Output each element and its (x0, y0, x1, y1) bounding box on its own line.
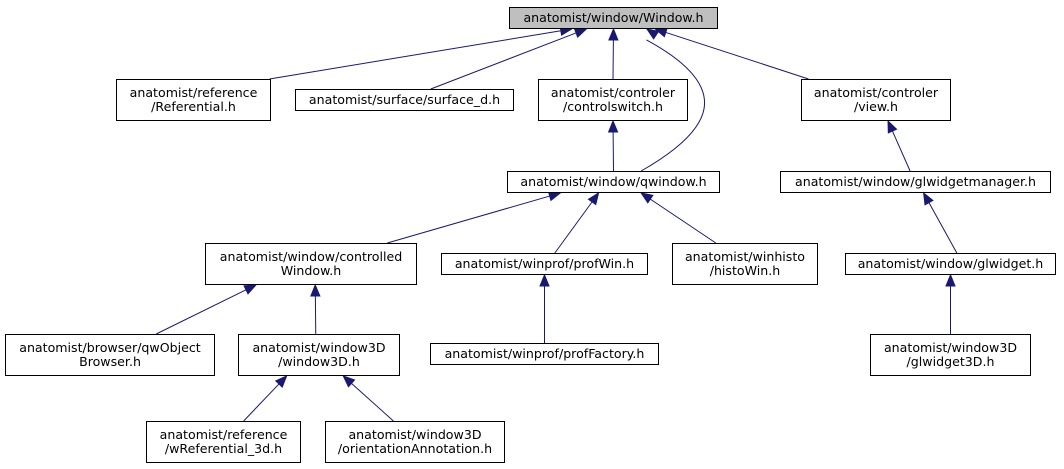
node-controlledwindow-h[interactable]: anatomist/window/controlled Window.h (205, 243, 417, 285)
arrowhead-qwindow-to-window (645, 28, 660, 40)
arrowhead-glwidgetmanager-to-view (887, 119, 898, 134)
node-label-line2: /view.h (853, 99, 899, 114)
node-label: anatomist/window/Window.h (523, 10, 704, 25)
edge-glwidget-to-glwidgetmanager (928, 202, 958, 254)
arrowhead-glwidget-to-glwidgetmanager (922, 191, 934, 206)
node-label-line1: anatomist/window/controlled (219, 249, 403, 264)
arrowhead-proffactory-to-profwin (539, 273, 550, 287)
node-label-line2: /controlswitch.h (562, 99, 664, 114)
arrowhead-qwobjectbrowser-to-controlledwindow (243, 284, 258, 295)
arrowhead-window3d-to-controlledwindow (310, 283, 321, 297)
node-referential-h[interactable]: anatomist/reference /Referential.h (116, 79, 271, 121)
arrowhead-glwidget3d-to-glwidget (945, 273, 956, 287)
node-label: anatomist/winprof/profFactory.h (444, 346, 645, 361)
edge-orientation-to-window3d (351, 382, 394, 422)
node-qwobjectbrowser-h[interactable]: anatomist/browser/qwObject Browser.h (5, 334, 215, 376)
edge-glwidgetmanager-to-view (891, 130, 911, 172)
node-proffactory-h[interactable]: anatomist/winprof/profFactory.h (430, 343, 659, 365)
edge-profwin-to-qwindow (554, 201, 593, 254)
node-orientationannotation-h[interactable]: anatomist/window3D /orientationAnnotatio… (325, 421, 505, 463)
node-label-line2: Window.h (280, 263, 342, 278)
arrowhead-controlledwindow-to-qwindow (547, 191, 562, 202)
node-wreferential3d-h[interactable]: anatomist/reference /wReferential_3d.h (146, 421, 301, 463)
node-label-line1: anatomist/reference (129, 85, 258, 100)
node-view-h[interactable]: anatomist/controler /view.h (801, 79, 951, 121)
node-label-line2: /orientationAnnotation.h (337, 441, 493, 456)
node-histowin-h[interactable]: anatomist/winhisto /histoWin.h (672, 243, 818, 285)
node-label: anatomist/winprof/profWin.h (454, 256, 635, 271)
node-label: anatomist/surface/surface_d.h (308, 92, 501, 107)
node-label-line2: /glwidget3D.h (906, 354, 995, 369)
node-label-line1: anatomist/controler (550, 85, 676, 100)
node-window3d-h[interactable]: anatomist/window3D /window3D.h (238, 334, 400, 376)
node-label-line2: /window3D.h (278, 354, 360, 369)
node-label-line2: /wReferential_3d.h (164, 441, 283, 456)
node-label-line2: /histoWin.h (709, 263, 781, 278)
node-label: anatomist/window/glwidget.h (857, 256, 1044, 271)
edge-controlledwindow-to-qwindow (387, 195, 550, 244)
node-glwidgetmanager-h[interactable]: anatomist/window/glwidgetmanager.h (780, 171, 1051, 193)
arrowhead-surface_d-to-window (573, 28, 588, 39)
arrowhead-profwin-to-qwindow (587, 191, 600, 206)
edge-histowin-to-qwindow (650, 198, 717, 244)
edge-qwobjectbrowser-to-controlledwindow (155, 289, 247, 335)
node-label-line2: Browser.h (79, 354, 141, 369)
arrowhead-controlswitch-to-window (608, 27, 619, 41)
arrowhead-histowin-to-qwindow (640, 192, 654, 204)
node-glwidget-h[interactable]: anatomist/window/glwidget.h (845, 253, 1056, 275)
node-controlswitch-h[interactable]: anatomist/controler /controlswitch.h (538, 79, 688, 121)
node-label-line2: /Referential.h (151, 99, 236, 114)
node-label-line1: anatomist/controler (813, 85, 939, 100)
node-surface-d-h[interactable]: anatomist/surface/surface_d.h (295, 89, 514, 111)
node-window-h[interactable]: anatomist/window/Window.h (509, 7, 718, 29)
edge-referential-to-window (269, 30, 561, 80)
edge-view-to-window (665, 31, 809, 80)
arrowhead-qwindow-to-controlswitch (607, 119, 619, 133)
arrowhead-wreferential3d-to-window3d (274, 375, 288, 388)
node-label-line1: anatomist/browser/qwObject (19, 340, 201, 355)
node-label-line1: anatomist/window3D (252, 340, 386, 355)
node-label: anatomist/window/glwidgetmanager.h (795, 174, 1036, 189)
edge-qwindow-to-window (640, 39, 706, 172)
node-label-line1: anatomist/window3D (883, 340, 1018, 355)
node-glwidget3d-h[interactable]: anatomist/window3D /glwidget3D.h (870, 334, 1031, 376)
node-label: anatomist/window/qwindow.h (520, 174, 707, 189)
node-label-line1: anatomist/window3D (348, 427, 482, 442)
node-qwindow-h[interactable]: anatomist/window/qwindow.h (507, 171, 720, 193)
edge-wreferential3d-to-window3d (243, 383, 280, 422)
node-profwin-h[interactable]: anatomist/winprof/profWin.h (441, 253, 648, 275)
edge-surface_d-to-window (430, 32, 577, 90)
node-label-line1: anatomist/winhisto (684, 249, 806, 264)
arrowhead-orientation-to-window3d (342, 375, 356, 388)
node-label-line1: anatomist/reference (159, 427, 288, 442)
